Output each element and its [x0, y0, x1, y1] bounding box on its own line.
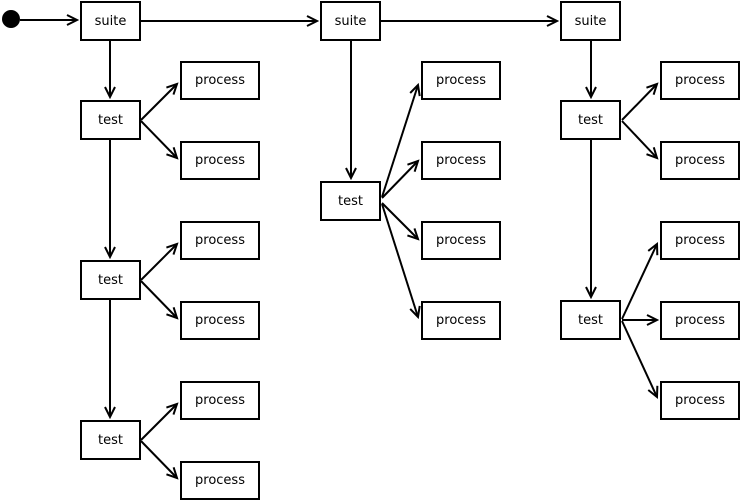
process-node-3: process — [180, 221, 260, 260]
edge-test4-process9 — [381, 202, 418, 239]
edge-test1-process1 — [140, 84, 177, 121]
suite-node-2: suite — [320, 1, 381, 41]
edge-test3-process6 — [140, 440, 177, 478]
edge-test4-process10 — [381, 203, 418, 317]
edge-test3-process5 — [140, 404, 177, 441]
process-node-9: process — [421, 221, 501, 260]
suite-node-3: suite — [560, 1, 621, 41]
edge-test5-process11 — [621, 84, 657, 121]
test-node-3: test — [80, 420, 141, 460]
test-node-4: test — [320, 181, 381, 221]
process-node-1: process — [180, 61, 260, 100]
process-node-12: process — [660, 141, 740, 180]
test-node-2: test — [80, 260, 141, 300]
process-node-7: process — [421, 61, 501, 100]
edge-test6-process15 — [621, 320, 657, 397]
process-node-15: process — [660, 381, 740, 420]
test-node-6: test — [560, 300, 621, 340]
edge-test5-process12 — [621, 120, 657, 158]
process-node-4: process — [180, 301, 260, 340]
test-node-1: test — [80, 100, 141, 140]
suite-node-1: suite — [80, 1, 141, 41]
process-node-10: process — [421, 301, 501, 340]
process-node-5: process — [180, 381, 260, 420]
process-node-14: process — [660, 301, 740, 340]
edge-test6-process13 — [621, 244, 657, 320]
edge-test2-process3 — [140, 244, 177, 281]
edge-test2-process4 — [140, 280, 177, 318]
process-node-11: process — [660, 61, 740, 100]
edge-test4-process7 — [381, 85, 418, 198]
edge-test4-process8 — [381, 161, 418, 199]
edge-test1-process2 — [140, 120, 177, 158]
process-node-2: process — [180, 141, 260, 180]
test-node-5: test — [560, 100, 621, 140]
process-node-8: process — [421, 141, 501, 180]
process-node-13: process — [660, 221, 740, 260]
start-node — [2, 10, 20, 28]
process-node-6: process — [180, 461, 260, 500]
